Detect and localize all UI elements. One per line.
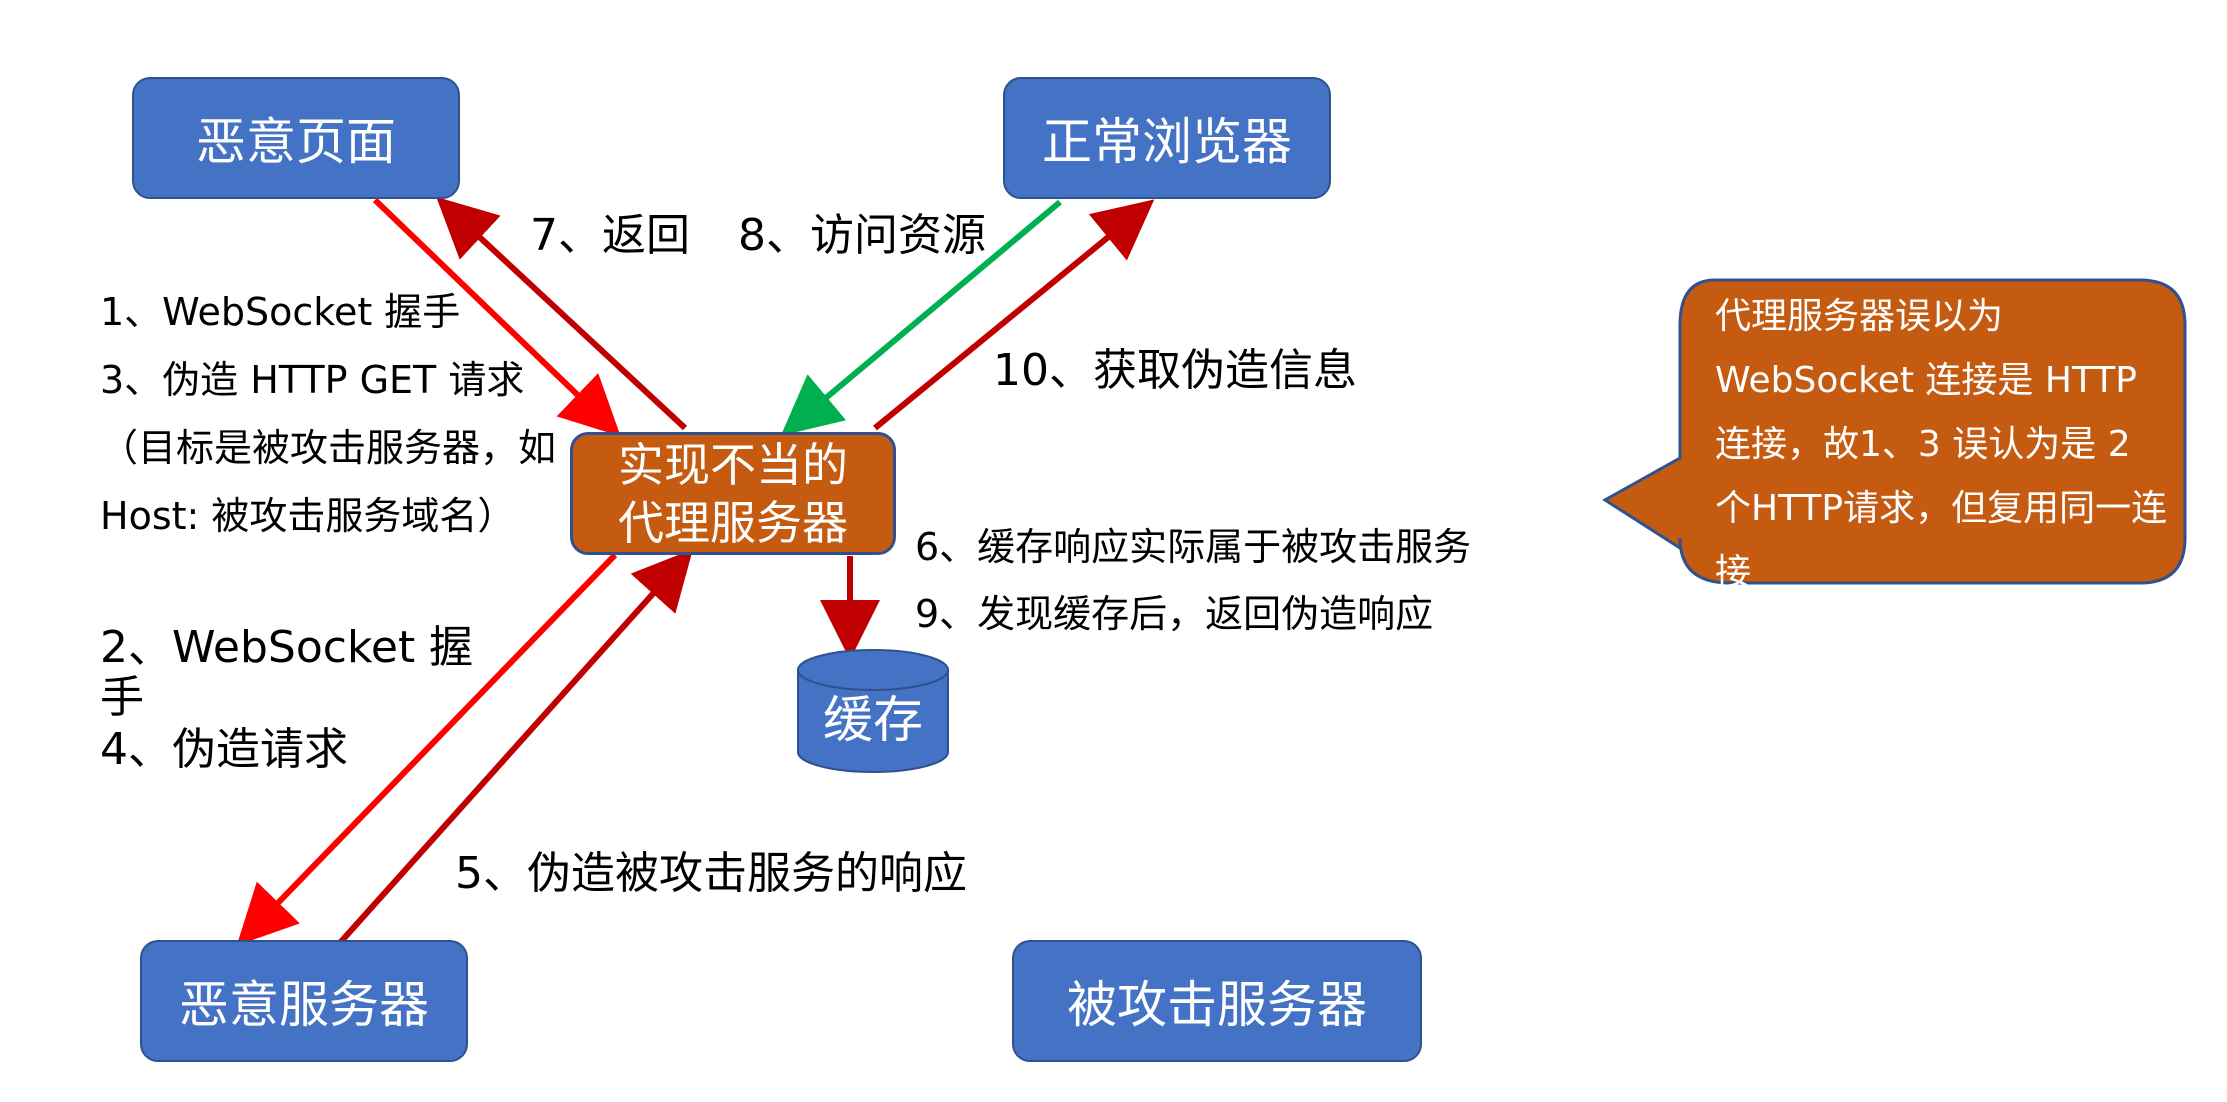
label-step7: 7、返回 [530,210,690,261]
callout-line1: 代理服务器误以为 [1715,296,2004,337]
callout-line2: WebSocket 连接是 HTTP [1715,360,2137,401]
node-malicious-server: 恶意服务器 [140,940,468,1062]
node-malicious-server-label: 恶意服务器 [179,976,429,1034]
arrow-malicious-server-to-proxy [335,549,694,948]
callout-line3: 连接，故1、3 误认为是 2 [1715,424,2131,465]
label-step2-line1: 2、WebSocket 握 [100,622,474,673]
label-step1: 1、WebSocket 握手 [100,290,461,334]
label-step3-target: （目标是被攻击服务器，如 [100,426,557,470]
node-malicious-page-label: 恶意页面 [196,113,396,171]
node-attacked-server: 被攻击服务器 [1012,940,1422,1062]
label-step3-host: Host: 被攻击服务域名） [100,494,516,538]
arrow-browser-to-proxy [780,199,1062,436]
node-cache-label: 缓存 [823,691,923,749]
label-step10: 10、获取伪造信息 [993,345,1357,396]
label-step2-line2: 手 [100,672,144,723]
node-proxy-server: 实现不当的 代理服务器 [570,432,896,555]
label-step6: 6、缓存响应实际属于被攻击服务 [915,525,1472,569]
label-step4: 4、伪造请求 [100,724,348,775]
arrow-page-to-proxy [372,197,621,437]
callout-note: 代理服务器误以为 WebSocket 连接是 HTTP 连接，故1、3 误认为是… [1715,285,2168,605]
node-attacked-server-label: 被攻击服务器 [1067,976,1367,1034]
node-proxy-label-line2: 代理服务器 [618,495,848,550]
label-step3: 3、伪造 HTTP GET 请求 [100,358,525,402]
node-proxy-label-line1: 实现不当的 [618,437,848,492]
label-step9: 9、发现缓存后，返回伪造响应 [915,592,1434,636]
arrow-proxy-to-page [436,196,688,431]
arrow-proxy-to-malicious-server [236,552,618,946]
cache-cylinder [797,649,949,773]
callout-bubble [1602,278,2187,585]
label-step8: 8、访问资源 [738,210,986,261]
node-malicious-page: 恶意页面 [132,77,460,199]
callout-line5: 接 [1715,552,1752,593]
callout-line4: 个HTTP请求，但复用同一连 [1715,488,2168,529]
node-normal-browser: 正常浏览器 [1003,77,1331,199]
arrow-proxy-to-browser [873,199,1155,431]
node-normal-browser-label: 正常浏览器 [1042,113,1292,171]
label-step5: 5、伪造被攻击服务的响应 [455,848,967,899]
